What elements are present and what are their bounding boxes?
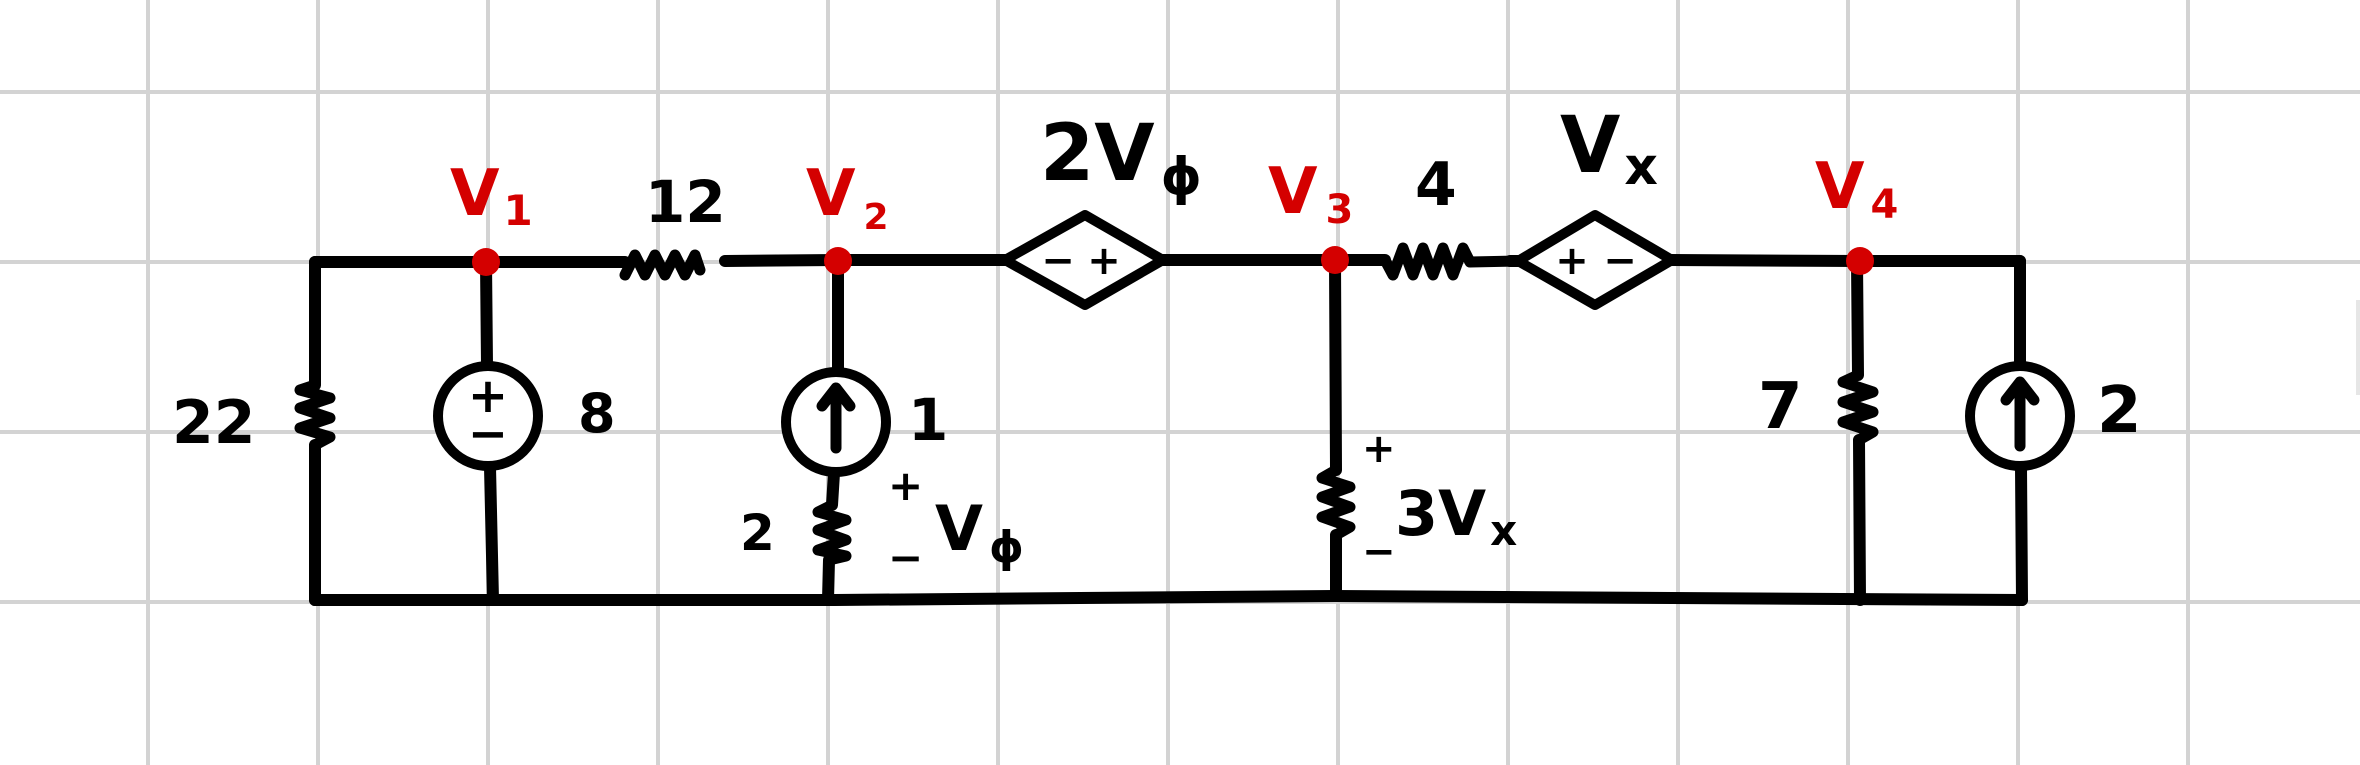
top-wire-right <box>1664 254 2026 267</box>
scrollbar-edge <box>2356 300 2360 395</box>
top-wire-mid-left <box>719 254 1011 267</box>
resistor-12 <box>619 249 706 281</box>
resistor-22 <box>294 379 336 451</box>
dep-vx-label: Vx <box>1560 101 1658 197</box>
3vx-minus: − <box>1362 529 1396 575</box>
source-1-value: 1 <box>908 386 948 454</box>
resistor-2-value: 2 <box>740 504 775 562</box>
node-v1-label: V1 <box>450 157 533 235</box>
arrow-up-icon <box>2000 376 2040 452</box>
branch-2-wire <box>2014 255 2028 606</box>
vphi-plus: + <box>888 461 923 510</box>
resistor-12-value: 12 <box>645 168 726 236</box>
arrow-up-icon <box>816 382 856 454</box>
dep-vx-minus: − <box>1603 238 1637 284</box>
resistor-7-value: 7 <box>1758 370 1803 444</box>
dep-2vphi-minus: − <box>1041 238 1075 284</box>
source-8-value: 8 <box>578 382 616 445</box>
3vx-plus: + <box>1362 426 1396 472</box>
resistor-2 <box>812 499 852 566</box>
source-2-value: 2 <box>2097 374 2142 448</box>
resistor-4-value: 4 <box>1415 150 1457 220</box>
branch-3vx-wire <box>1329 254 1342 602</box>
resistor-3vx <box>1316 464 1356 541</box>
dependent-source-2vphi <box>1000 210 1168 310</box>
3vx-label: 3Vx <box>1395 477 1517 555</box>
resistor-7 <box>1837 369 1879 446</box>
branch-8-wire <box>480 256 499 606</box>
resistor-4 <box>1379 242 1524 281</box>
node-v2 <box>824 247 852 275</box>
current-source-8 <box>433 361 543 471</box>
dep-vx-plus: + <box>1555 238 1589 284</box>
node-v4 <box>1846 247 1874 275</box>
bottom-wire <box>309 590 2028 606</box>
node-v1 <box>472 248 500 276</box>
source-8-minus: − <box>468 406 508 462</box>
resistor-22-value: 22 <box>172 388 256 458</box>
branch-7-wire <box>1851 255 1866 606</box>
dep-2vphi-plus: + <box>1087 238 1121 284</box>
source-8-plus: + <box>468 368 508 424</box>
vphi-minus: − <box>888 533 923 582</box>
node-v3 <box>1321 246 1349 274</box>
dependent-source-vx <box>1513 210 1677 310</box>
